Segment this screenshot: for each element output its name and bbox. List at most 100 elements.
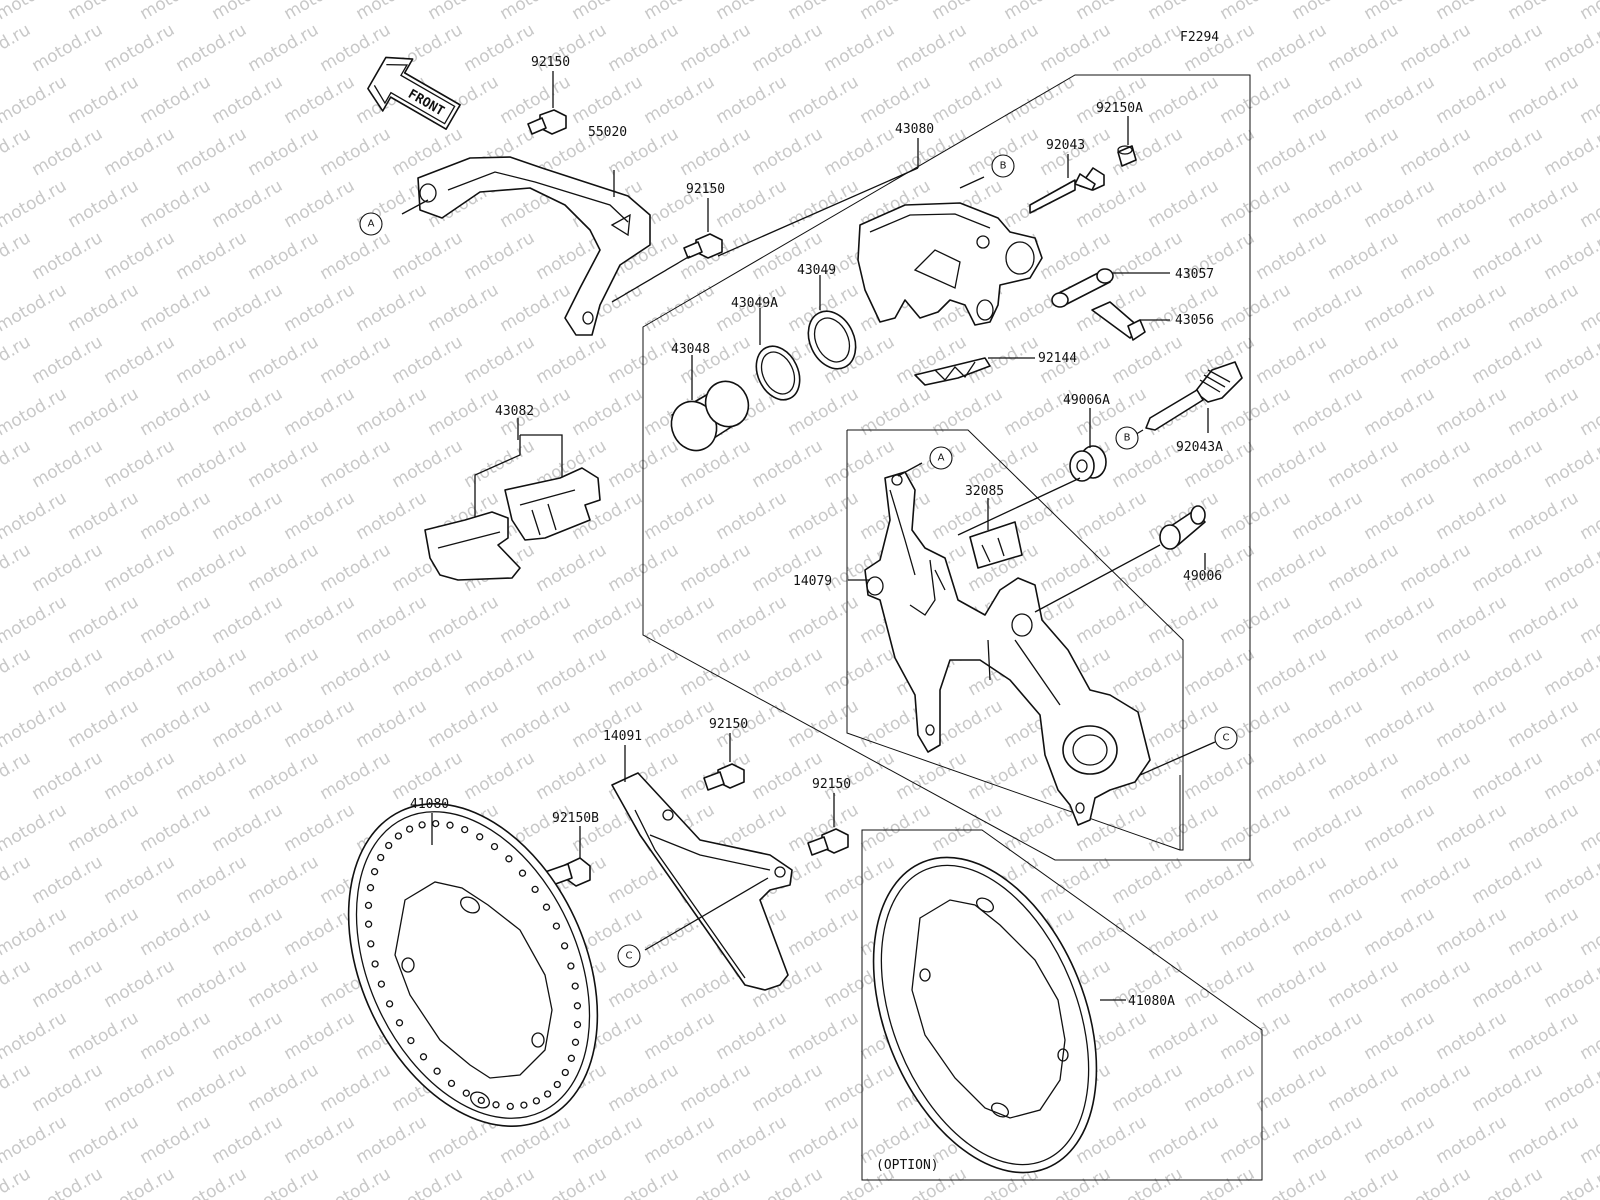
watermark-text: motod.ru: [1217, 592, 1295, 648]
part-label: 92150: [709, 717, 748, 732]
watermark-text: motod.ru: [389, 1164, 467, 1200]
watermark-text: motod.ru: [497, 0, 575, 24]
watermark-text: motod.ru: [29, 20, 107, 76]
watermark-text: motod.ru: [0, 124, 34, 180]
watermark-text: motod.ru: [1469, 124, 1547, 180]
watermark-text: motod.ru: [1397, 852, 1475, 908]
watermark-text: motod.ru: [65, 384, 143, 440]
watermark-text: motod.ru: [1325, 1164, 1403, 1200]
watermark-text: motod.ru: [497, 280, 575, 336]
watermark-text: motod.ru: [1469, 956, 1547, 1012]
part-label: 92043A: [1176, 440, 1223, 455]
watermark-text: motod.ru: [245, 436, 323, 492]
disc-hole: [543, 1090, 552, 1098]
svg-text:A: A: [938, 453, 945, 464]
watermark-text: motod.ru: [1253, 332, 1331, 388]
disc-hole: [419, 1053, 428, 1061]
watermark-text: motod.ru: [101, 228, 179, 284]
watermark-text: motod.ru: [749, 1164, 827, 1200]
watermark-text: motod.ru: [857, 0, 935, 24]
watermark-text: motod.ru: [1361, 72, 1439, 128]
watermark-text: motod.ru: [0, 280, 70, 336]
watermark-text: motod.ru: [0, 1112, 70, 1168]
watermark-text: motod.ru: [1289, 384, 1367, 440]
watermark-text: motod.ru: [389, 228, 467, 284]
pin-92043: [1029, 167, 1105, 214]
watermark-text: motod.ru: [1253, 852, 1331, 908]
watermark-text: motod.ru: [65, 176, 143, 232]
watermark-text: motod.ru: [641, 280, 719, 336]
ref-circle-a-left: A: [359, 212, 383, 236]
watermark-text: motod.ru: [353, 1112, 431, 1168]
watermark-text: motod.ru: [317, 228, 395, 284]
watermark-text: motod.ru: [1541, 332, 1600, 388]
watermark-text: motod.ru: [353, 280, 431, 336]
watermark-text: motod.ru: [785, 1112, 863, 1168]
watermark-text: motod.ru: [389, 332, 467, 388]
watermark-text: motod.ru: [0, 540, 34, 596]
watermark-text: motod.ru: [0, 332, 34, 388]
watermark-text: motod.ru: [245, 540, 323, 596]
watermark-text: motod.ru: [1577, 0, 1600, 24]
watermark-text: motod.ru: [209, 1008, 287, 1064]
ref-circle-b-pin: B: [1115, 426, 1139, 450]
watermark-text: motod.ru: [1505, 696, 1583, 752]
watermark-text: motod.ru: [749, 436, 827, 492]
ref-circle-b-caliper: B: [991, 154, 1015, 178]
piston-43048: [670, 380, 750, 452]
watermark-text: motod.ru: [893, 20, 971, 76]
watermark-text: motod.ru: [1541, 228, 1600, 284]
part-label: 32085: [965, 484, 1004, 499]
bolt-92150B: [544, 857, 591, 887]
disc-hole: [418, 821, 426, 829]
watermark-text: motod.ru: [29, 1164, 107, 1200]
watermark-text: motod.ru: [389, 748, 467, 804]
watermark-text: motod.ru: [641, 1112, 719, 1168]
watermark-text: motod.ru: [245, 124, 323, 180]
watermark-text: motod.ru: [353, 488, 431, 544]
watermark-text: motod.ru: [245, 1060, 323, 1116]
part-label: 92150B: [552, 811, 599, 826]
part-label: 41080: [410, 797, 449, 812]
watermark-text: motod.ru: [137, 1008, 215, 1064]
watermark-text: motod.ru: [1253, 436, 1331, 492]
caliper-bracket-14079: [864, 471, 1151, 826]
watermark-text: motod.ru: [1217, 904, 1295, 960]
watermark-text: motod.ru: [65, 1008, 143, 1064]
watermark-text: motod.ru: [461, 20, 539, 76]
seal-43049: [807, 310, 857, 370]
disc-hole: [385, 841, 393, 850]
part-label: 92150: [812, 777, 851, 792]
watermark-text: motod.ru: [281, 176, 359, 232]
watermark-text: motod.ru: [65, 696, 143, 752]
watermark-text: motod.ru: [245, 332, 323, 388]
disc-hole: [394, 832, 403, 840]
watermark-text: motod.ru: [929, 384, 1007, 440]
ref-circle-a-bracket: A: [929, 446, 953, 470]
watermark-text: motod.ru: [1505, 1008, 1583, 1064]
watermark-text: motod.ru: [173, 436, 251, 492]
watermark-text: motod.ru: [533, 332, 611, 388]
watermark-text: motod.ru: [1361, 1112, 1439, 1168]
watermark-text: motod.ru: [1181, 956, 1259, 1012]
watermark-text: motod.ru: [209, 176, 287, 232]
watermark-text: motod.ru: [281, 800, 359, 856]
watermark-text: motod.ru: [29, 852, 107, 908]
disc-hole: [560, 942, 569, 950]
svg-text:C: C: [626, 951, 633, 962]
watermark-text: motod.ru: [785, 696, 863, 752]
watermark-text: motod.ru: [0, 644, 34, 700]
watermark-text: motod.ru: [1577, 904, 1600, 960]
watermark-text: motod.ru: [461, 644, 539, 700]
watermark-text: motod.ru: [137, 176, 215, 232]
watermark-text: motod.ru: [1037, 540, 1115, 596]
watermark-text: motod.ru: [1505, 800, 1583, 856]
watermark-text: motod.ru: [1505, 904, 1583, 960]
watermark-text: motod.ru: [677, 124, 755, 180]
part-label: 49006A: [1063, 393, 1110, 408]
disc-hole: [520, 1101, 528, 1109]
watermark-text: motod.ru: [245, 1164, 323, 1200]
watermark-text: motod.ru: [1505, 176, 1583, 232]
bracket-55020: [417, 156, 651, 336]
